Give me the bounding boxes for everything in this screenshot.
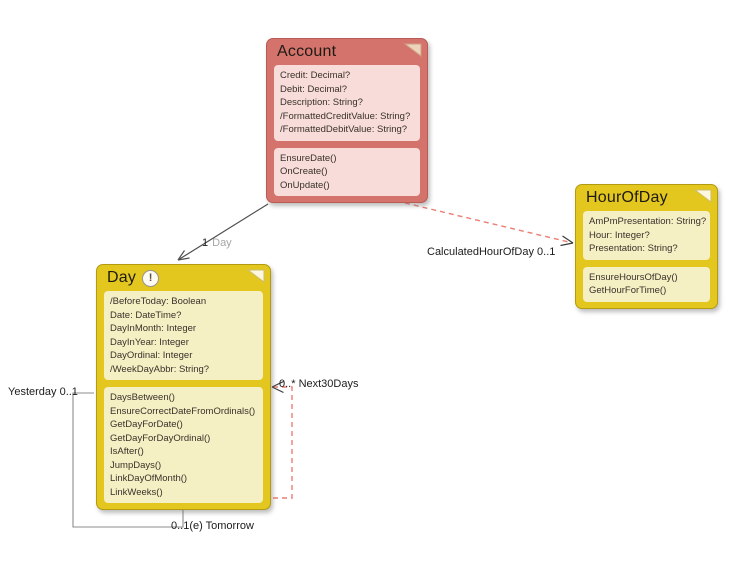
class-box-hourofday[interactable]: HourOfDay AmPmPresentation: String? Hour:… <box>575 184 718 309</box>
member-row[interactable]: LinkWeeks() <box>110 486 163 498</box>
class-box-account[interactable]: Account Credit: Decimal? Debit: Decimal? D… <box>266 38 428 203</box>
member-row[interactable]: JumpDays() <box>110 459 162 471</box>
class-header[interactable]: HourOfDay <box>576 185 717 211</box>
association-account-day[interactable] <box>177 203 269 261</box>
member-row[interactable]: GetDayForDate() <box>110 419 183 430</box>
member-row[interactable]: OnCreate() <box>280 166 328 177</box>
member-row[interactable]: EnsureCorrectDateFromOrdinals() <box>110 405 256 417</box>
member-row[interactable]: EnsureDate() <box>280 152 337 164</box>
class-title: Account <box>277 43 337 60</box>
association-day-yesterday-tomorrow[interactable] <box>72 392 184 528</box>
member-row[interactable]: DayInYear: Integer <box>110 336 189 348</box>
relationship-label-yesterday[interactable]: Yesterday 0..1 <box>8 386 78 398</box>
multiplicity-label: 1 <box>202 237 209 249</box>
class-title: HourOfDay <box>586 189 668 206</box>
member-row[interactable]: DaysBetween() <box>110 392 175 403</box>
relationship-label-next30days[interactable]: 0..* Next30Days <box>279 378 359 390</box>
member-row[interactable]: DayOrdinal: Integer <box>110 350 193 361</box>
relationship-label-calculatedhourofday[interactable]: CalculatedHourOfDay 0..1 <box>427 246 556 258</box>
member-row[interactable]: AmPmPresentation: String? <box>589 216 707 227</box>
class-header[interactable]: Account <box>267 39 427 65</box>
warning-icon[interactable]: ! <box>142 269 160 287</box>
member-row[interactable]: /WeekDayAbbr: String? <box>110 363 210 375</box>
member-row[interactable]: /FormattedCreditValue: String? <box>280 110 411 122</box>
member-row[interactable]: Hour: Integer? <box>589 229 650 241</box>
member-row[interactable]: DayInMonth: Integer <box>110 323 197 334</box>
attributes-panel: AmPmPresentation: String? Hour: Integer? P… <box>583 211 710 260</box>
member-row[interactable]: Presentation: String? <box>589 243 678 254</box>
class-header[interactable]: Day ! <box>97 265 270 291</box>
methods-panel: EnsureHoursOfDay() GetHourForTime() <box>583 266 710 302</box>
member-row[interactable]: EnsureHoursOfDay() <box>589 271 678 283</box>
association-account-hourofday[interactable] <box>404 202 574 247</box>
role-label: Day <box>212 237 232 249</box>
collapse-fold-icon[interactable] <box>693 189 713 205</box>
member-row[interactable]: GetHourForTime() <box>589 285 667 296</box>
member-row[interactable]: IsAfter() <box>110 446 144 457</box>
member-row[interactable]: Credit: Decimal? <box>280 70 351 81</box>
member-row[interactable]: GetDayForDayOrdinal() <box>110 432 211 444</box>
member-row[interactable]: /FormattedDebitValue: String? <box>280 124 408 135</box>
methods-panel: DaysBetween() EnsureCorrectDateFromOrdina… <box>104 387 263 503</box>
member-row[interactable]: Debit: Decimal? <box>280 83 348 95</box>
methods-panel: EnsureDate() OnCreate() OnUpdate() <box>274 147 420 196</box>
class-title: Day <box>107 269 137 286</box>
relationship-label-tomorrow[interactable]: 0..1(e) Tomorrow <box>171 520 254 532</box>
member-row[interactable]: LinkDayOfMonth() <box>110 473 188 484</box>
collapse-fold-icon[interactable] <box>403 43 423 59</box>
member-row[interactable]: Date: DateTime? <box>110 309 182 321</box>
association-day-next30days[interactable] <box>271 380 293 499</box>
collapse-fold-icon[interactable] <box>246 269 266 285</box>
member-row[interactable]: /BeforeToday: Boolean <box>110 296 207 307</box>
member-row[interactable]: Description: String? <box>280 97 363 108</box>
attributes-panel: Credit: Decimal? Debit: Decimal? Descripti… <box>274 65 420 141</box>
member-row[interactable]: OnUpdate() <box>280 179 330 191</box>
